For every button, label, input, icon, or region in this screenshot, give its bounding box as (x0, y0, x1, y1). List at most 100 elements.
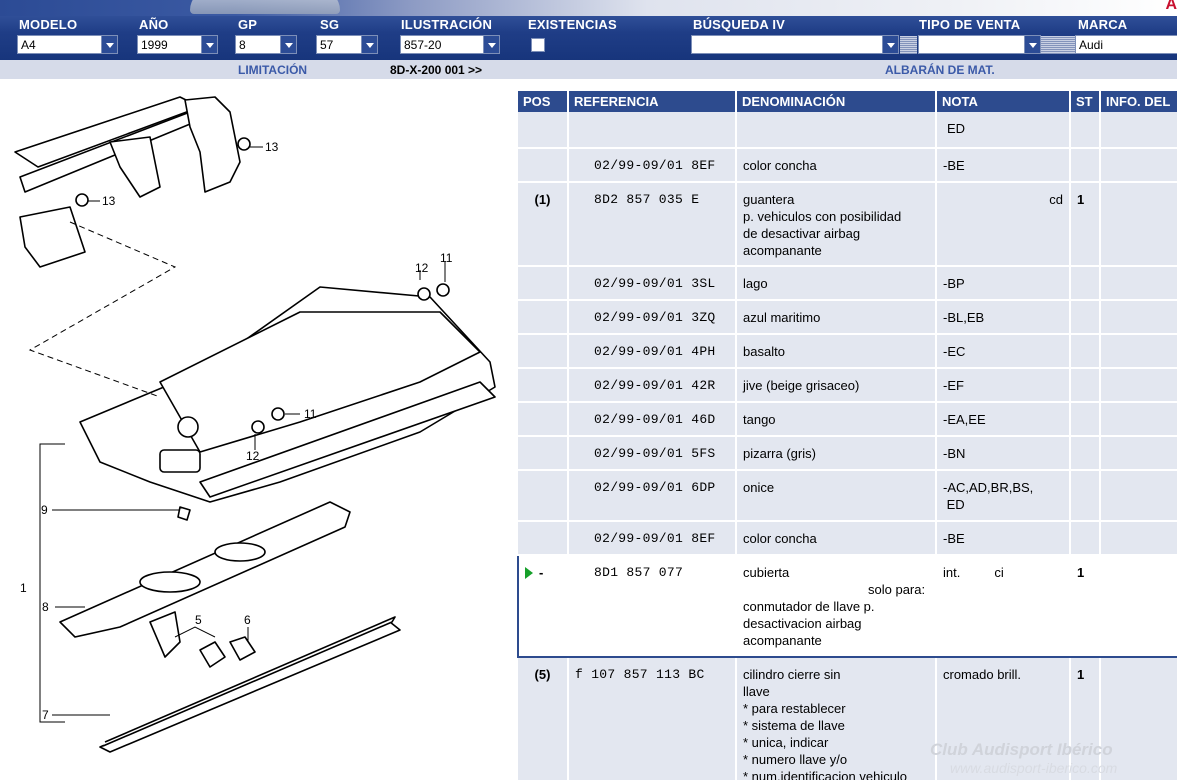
cell-referencia[interactable]: f 107 857 113 BC (568, 657, 737, 780)
cell-st (1070, 148, 1101, 183)
chevron-down-icon[interactable] (201, 36, 217, 53)
anio-select[interactable]: 1999 (137, 35, 218, 54)
sg-select[interactable]: 57 (316, 35, 378, 54)
cell-referencia[interactable]: 02/99-09/01 3ZQ (568, 300, 737, 335)
col-pos[interactable]: POS (518, 91, 569, 112)
cell-st (1070, 402, 1101, 437)
gp-label: GP (238, 17, 258, 32)
chevron-down-icon[interactable] (483, 36, 499, 53)
col-referencia[interactable]: REFERENCIA (568, 91, 737, 112)
cell-info[interactable] (1100, 300, 1177, 335)
cell-referencia[interactable]: 02/99-09/01 46D (568, 402, 737, 437)
cell-referencia[interactable] (568, 112, 737, 149)
cell-info[interactable] (1100, 148, 1177, 183)
pos-text: - (539, 565, 544, 580)
key-part (199, 641, 226, 668)
pos-text: (1) (534, 192, 551, 207)
busqueda-select[interactable] (691, 35, 899, 54)
cell-info[interactable] (1100, 368, 1177, 403)
cell-st (1070, 368, 1101, 403)
table-row[interactable]: 02/99-09/01 46D tango -EA,EE (518, 402, 1177, 437)
cell-referencia[interactable]: 02/99-09/01 6DP (568, 470, 737, 522)
cell-denominacion: cilindro cierre sin llave * para restabl… (736, 657, 937, 780)
gp-select[interactable]: 8 (235, 35, 297, 54)
glovebox-knob (177, 416, 199, 438)
callout-12: 12 (246, 449, 260, 463)
cell-referencia[interactable]: 02/99-09/01 3SL (568, 266, 737, 301)
cell-pos: (1) (518, 182, 569, 267)
marca-field[interactable]: Audi (1075, 35, 1177, 54)
cell-referencia[interactable]: 02/99-09/01 5FS (568, 436, 737, 471)
col-denominacion[interactable]: DENOMINACIÓN (736, 91, 937, 112)
cell-info[interactable] (1100, 266, 1177, 301)
albaran-link[interactable]: ALBARÁN DE MAT. (885, 63, 995, 77)
chevron-down-icon[interactable] (1024, 36, 1040, 53)
cell-info[interactable] (1100, 657, 1177, 780)
cell-referencia[interactable]: 02/99-09/01 8EF (568, 521, 737, 556)
table-row[interactable]: ED (518, 112, 1177, 149)
car-image (190, 0, 340, 14)
cell-nota: -EA,EE (936, 402, 1071, 437)
chevron-down-icon[interactable] (280, 36, 296, 53)
watermark-url: www.audisport-iberico.com (950, 760, 1118, 776)
header-banner: A (0, 0, 1177, 16)
chevron-down-icon[interactable] (882, 36, 898, 53)
chevron-down-icon[interactable] (361, 36, 377, 53)
cell-info[interactable] (1100, 554, 1177, 658)
parts-diagram[interactable]: 13 13 12 11 11 12 9 1 8 5 6 7 (0, 82, 510, 780)
cell-info[interactable] (1100, 182, 1177, 267)
cell-referencia[interactable]: 02/99-09/01 42R (568, 368, 737, 403)
cell-nota: -EF (936, 368, 1071, 403)
cell-pos (518, 521, 569, 556)
cell-nota: -AC,AD,BR,BS, ED (936, 470, 1071, 522)
cell-referencia[interactable]: 8D2 857 035 E (568, 182, 737, 267)
cell-referencia[interactable]: 02/99-09/01 8EF (568, 148, 737, 183)
cell-info[interactable] (1100, 334, 1177, 369)
chevron-down-icon[interactable] (101, 36, 117, 53)
cell-info[interactable] (1100, 470, 1177, 522)
col-nota[interactable]: NOTA (936, 91, 1071, 112)
cell-denominacion: tango (736, 402, 937, 437)
tipo-venta-label: TIPO DE VENTA (919, 17, 1021, 32)
cell-denominacion: color concha (736, 521, 937, 556)
col-st[interactable]: ST (1070, 91, 1101, 112)
existencias-checkbox[interactable] (531, 38, 545, 52)
ilustracion-select[interactable]: 857-20 (400, 35, 500, 54)
cell-info[interactable] (1100, 436, 1177, 471)
modelo-select[interactable]: A4 (17, 35, 118, 54)
cell-info[interactable] (1100, 521, 1177, 556)
washer-part (251, 420, 265, 434)
cell-info[interactable] (1100, 112, 1177, 149)
cell-pos (518, 266, 569, 301)
range-text[interactable]: 8D-X-200 001 >> (390, 63, 483, 77)
desc-text: azul maritimo (743, 310, 821, 325)
nota-text: ED (947, 121, 966, 136)
cell-pos (518, 436, 569, 471)
cell-info[interactable] (1100, 402, 1177, 437)
cell-pos: - (517, 554, 569, 658)
nota-text: cromado brill. (943, 667, 1022, 682)
cell-referencia[interactable]: 8D1 857 077 (568, 554, 737, 658)
col-info[interactable]: INFO. DEL (1100, 91, 1177, 112)
cell-referencia[interactable]: 02/99-09/01 4PH (568, 334, 737, 369)
cell-nota: -EC (936, 334, 1071, 369)
limitacion-link[interactable]: LIMITACIÓN (238, 63, 308, 77)
watermark-text: Club Audisport Ibérico (930, 740, 1113, 759)
desc-text: tango (743, 412, 776, 427)
callout-1: 1 (20, 581, 27, 595)
guide-line (28, 221, 177, 398)
desc-text: cubierta (743, 565, 790, 580)
tipo-venta-select[interactable] (918, 35, 1041, 54)
